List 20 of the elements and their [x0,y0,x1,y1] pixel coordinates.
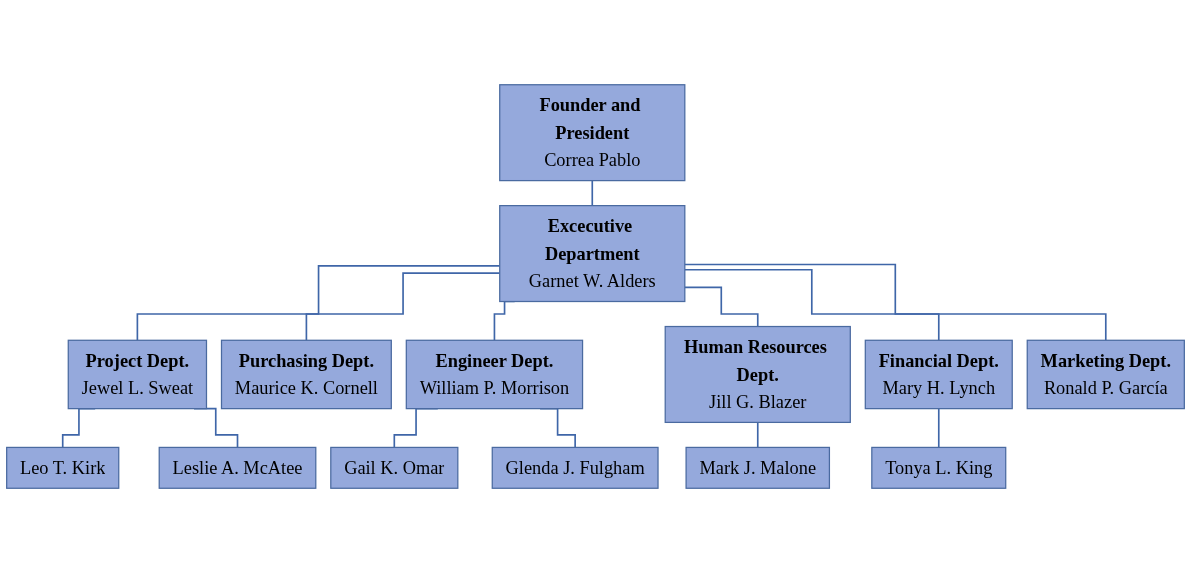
node-box: Project Dept. Jewel L. Sweat [67,339,208,410]
node-box: Purchasing Dept. Maurice K. Cornell [220,339,392,410]
connector [684,286,759,328]
node-box: Excecutive Department Garnet W. Alders [499,205,686,303]
node-box: Human Resources Dept. Jill G. Blazer [664,325,851,424]
node-box: Gail K. Omar [330,446,459,489]
connector [756,421,759,449]
node-box: Glenda J. Fulgham [491,446,659,489]
connector [591,179,594,207]
connector [684,263,1107,342]
node-box: Marketing Dept. Ronald P. García [1026,339,1185,410]
connector [937,407,940,449]
node-box: Founder and President Correa Pablo [499,84,686,182]
node-box: Leslie A. McAtee [158,446,317,489]
connector [684,268,940,342]
node-box: Financial Dept. Mary H. Lynch [864,339,1013,410]
node-box: Mark J. Malone [685,446,831,489]
node-box: Leo T. Kirk [6,446,120,489]
node-box: Engineer Dept. William P. Morrison [405,339,584,410]
node-box: Tonya L. King [871,446,1007,489]
